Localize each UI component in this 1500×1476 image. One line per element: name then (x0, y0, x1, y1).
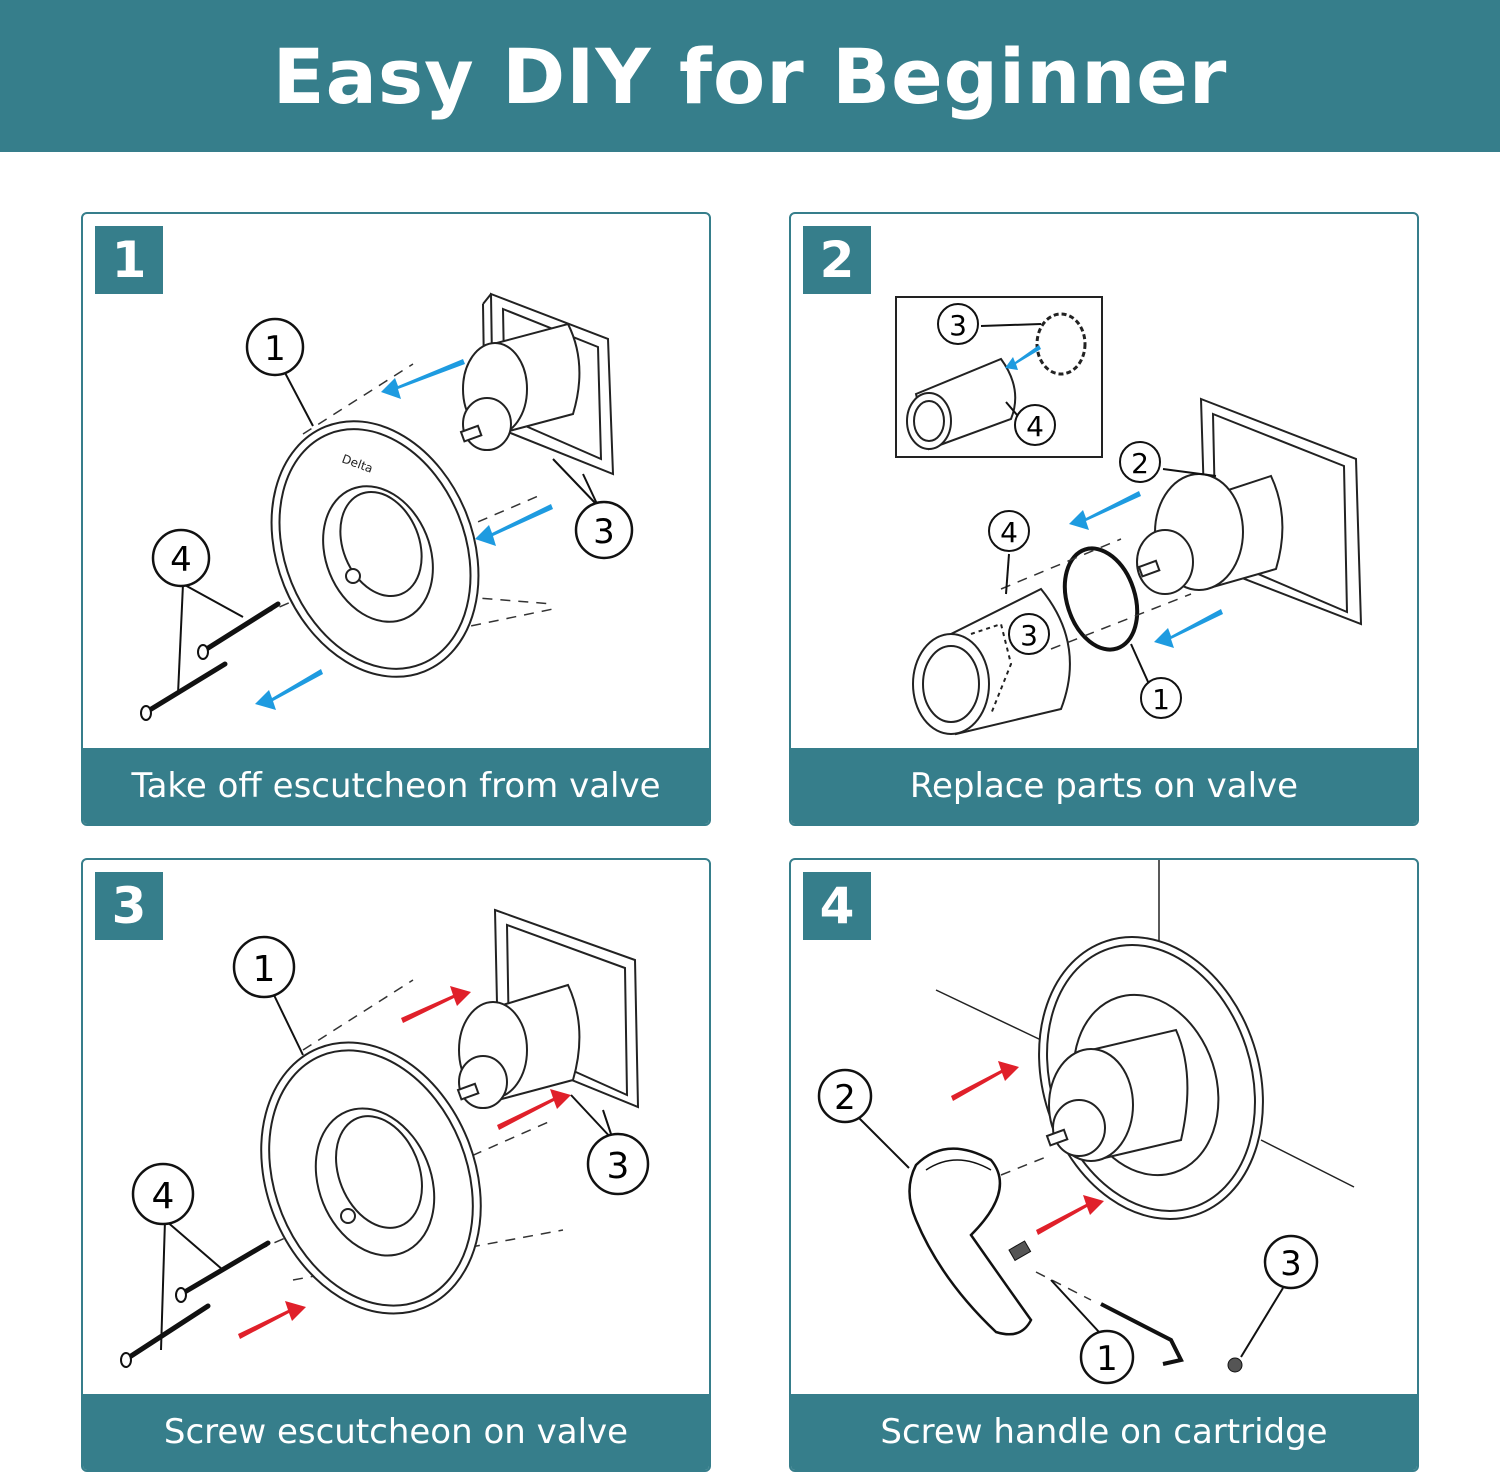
allen-wrench (1100, 1302, 1184, 1366)
callout-4-inset: 4 (1014, 404, 1056, 446)
arrow-icon (1069, 491, 1223, 648)
svg-text:1: 1 (1096, 1339, 1118, 1379)
svg-text:1: 1 (253, 949, 276, 990)
step-number-badge: 2 (803, 226, 871, 294)
step-caption: Replace parts on valve (791, 748, 1417, 824)
callout-1: 1 (1079, 1329, 1135, 1385)
page-title: Easy DIY for Beginner (272, 31, 1228, 121)
svg-text:3: 3 (1020, 619, 1038, 652)
step-panel-2: 3 4 2 4 3 1 2 Replace parts on valve (789, 212, 1419, 826)
callout-3: 3 (574, 500, 634, 560)
arrow-icon (951, 1061, 1104, 1235)
replacement-cartridge (912, 587, 1071, 736)
step-caption: Take off escutcheon from valve (83, 748, 709, 824)
svg-text:2: 2 (834, 1078, 856, 1118)
screws (145, 601, 281, 714)
callout-3: 3 (586, 1132, 650, 1196)
callout-3-inset: 3 (937, 303, 979, 345)
svg-text:3: 3 (593, 512, 615, 552)
step-panel-1: Delta 1 3 (81, 212, 711, 826)
svg-text:3: 3 (1280, 1244, 1302, 1284)
handle-lever (908, 1147, 1033, 1336)
step-caption: Screw escutcheon on valve (83, 1394, 709, 1470)
arrow-icon (238, 986, 571, 1339)
step-panel-4: 2 1 3 4 Screw handle on cartridge (789, 858, 1419, 1472)
set-screw (1008, 1240, 1032, 1262)
callout-3: 3 (1008, 613, 1050, 655)
step-number-badge: 4 (803, 872, 871, 940)
escutcheon-plate (260, 1041, 482, 1315)
svg-text:4: 4 (1026, 410, 1044, 443)
callout-1: 1 (245, 317, 305, 377)
cap (1227, 1357, 1243, 1373)
escutcheon-plate (1038, 936, 1264, 1220)
step-panel-3: 1 3 4 3 Screw escutcheon on valve (81, 858, 711, 1472)
o-ring (1062, 546, 1140, 652)
callout-2: 2 (1119, 441, 1161, 483)
step-4-illustration: 2 1 3 (817, 860, 1355, 1385)
svg-text:3: 3 (949, 309, 967, 342)
callout-3: 3 (1263, 1234, 1319, 1290)
step-1-illustration: Delta 1 3 (140, 292, 634, 721)
step-3-illustration: 1 3 4 (120, 908, 650, 1368)
svg-text:1: 1 (264, 329, 286, 369)
callout-1: 1 (232, 935, 296, 999)
title-banner: Easy DIY for Beginner (0, 0, 1500, 152)
callout-4: 4 (988, 510, 1030, 552)
step-caption: Screw handle on cartridge (791, 1394, 1417, 1470)
escutcheon-plate (270, 420, 480, 678)
step-number-badge: 1 (95, 226, 163, 294)
svg-text:4: 4 (152, 1176, 175, 1217)
step-2-illustration: 3 4 2 4 3 1 (895, 296, 1363, 736)
step-number-badge: 3 (95, 872, 163, 940)
svg-text:4: 4 (170, 540, 192, 580)
cartridge (459, 322, 581, 451)
arrow-icon (255, 359, 553, 710)
svg-text:4: 4 (1000, 516, 1018, 549)
callout-4: 4 (131, 1162, 195, 1226)
svg-text:1: 1 (1152, 683, 1170, 716)
callout-2: 2 (817, 1068, 873, 1124)
svg-text:3: 3 (607, 1146, 630, 1187)
callout-1: 1 (1140, 677, 1182, 719)
callout-4: 4 (151, 528, 211, 588)
svg-text:2: 2 (1131, 447, 1149, 480)
